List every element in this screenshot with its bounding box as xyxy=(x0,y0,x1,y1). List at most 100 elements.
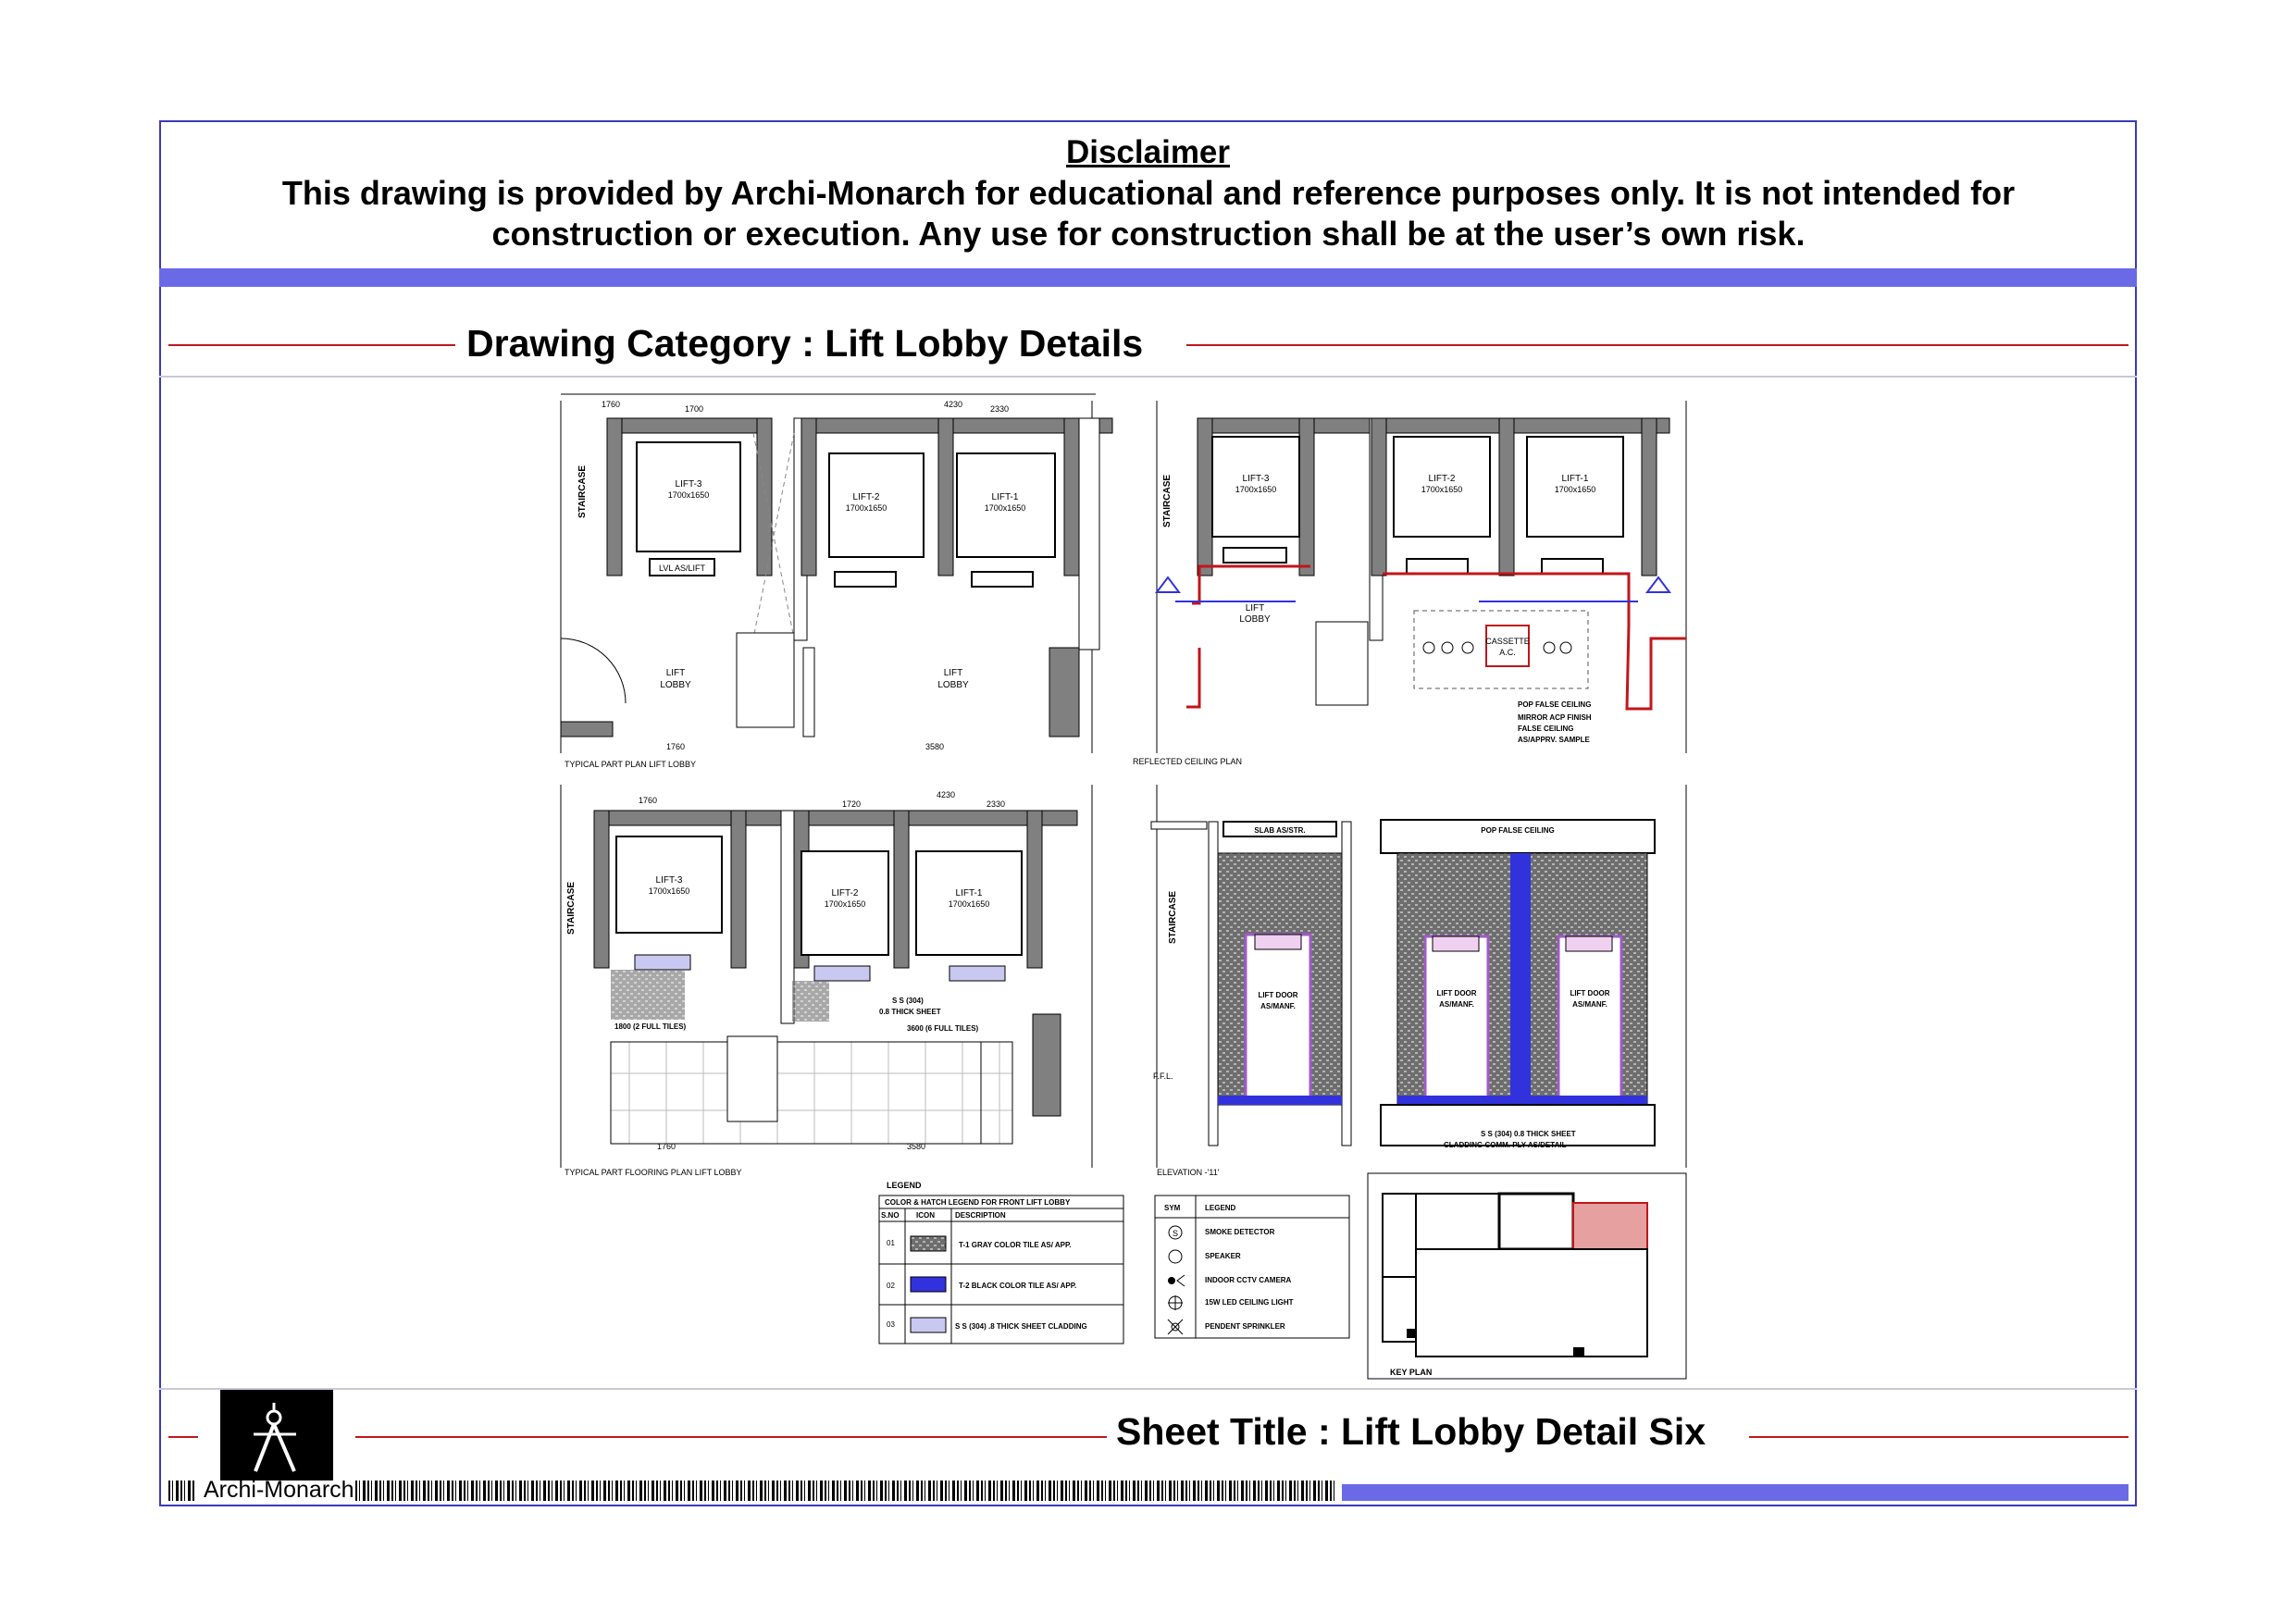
svg-text:1700x1650: 1700x1650 xyxy=(649,886,690,896)
plan-3-title: TYPICAL PART FLOORING PLAN LIFT LOBBY xyxy=(565,1168,742,1177)
ss-304-note: S S (304) xyxy=(892,997,924,1005)
svg-text:1760: 1760 xyxy=(657,1142,676,1151)
svg-text:SYM: SYM xyxy=(1164,1204,1181,1212)
cladding-note: CLADDING COMM. PLY AS/DETAIL xyxy=(1444,1141,1567,1149)
cctv-camera-icon xyxy=(1168,1277,1175,1284)
lift-1-size: 1700x1650 xyxy=(985,503,1026,513)
disclaimer-line-1: This drawing is provided by Archi-Monarc… xyxy=(281,174,2016,212)
key-plan-label: KEY PLAN xyxy=(1390,1368,1432,1377)
cassette-ac-label: CASSETTE xyxy=(1485,637,1530,646)
compass-icon xyxy=(254,1403,296,1472)
svg-text:DESCRIPTION: DESCRIPTION xyxy=(955,1211,1006,1220)
disclaimer-text: This drawing is provided by Archi-Monarc… xyxy=(222,173,2075,254)
sheet-title: Sheet Title : Lift Lobby Detail Six xyxy=(1116,1410,1706,1453)
svg-text:AS/MANF.: AS/MANF. xyxy=(1260,1002,1296,1010)
category-divider xyxy=(159,376,2137,378)
svg-text:AS/MANF.: AS/MANF. xyxy=(1572,1000,1607,1009)
svg-text:MIRROR ACP FINISH: MIRROR ACP FINISH xyxy=(1518,713,1592,722)
svg-text:1700: 1700 xyxy=(685,404,703,414)
svg-text:1700x1650: 1700x1650 xyxy=(825,899,866,909)
plan-2-title: REFLECTED CEILING PLAN xyxy=(1133,757,1242,766)
svg-text:LIFT-3: LIFT-3 xyxy=(656,875,683,886)
svg-text:LIFT: LIFT xyxy=(1246,603,1265,613)
lift-lobby-label-1: LIFT xyxy=(666,668,686,678)
svg-text:STAIRCASE: STAIRCASE xyxy=(1168,891,1178,944)
svg-text:3580: 3580 xyxy=(925,742,944,751)
svg-text:2330: 2330 xyxy=(990,404,1009,414)
svg-text:A.C.: A.C. xyxy=(1499,648,1516,657)
svg-text:2330: 2330 xyxy=(987,799,1005,809)
key-plan: KEY PLAN xyxy=(1367,1172,1687,1380)
brand-name: Archi-Monarch xyxy=(204,1477,354,1503)
legend-title: LEGEND xyxy=(887,1181,922,1190)
plan-1-title: TYPICAL PART PLAN LIFT LOBBY xyxy=(565,760,696,769)
svg-text:AS/MANF.: AS/MANF. xyxy=(1439,1000,1474,1009)
tiles-6-note: 3600 (6 FULL TILES) xyxy=(907,1024,979,1033)
svg-text:INDOOR CCTV CAMERA: INDOOR CCTV CAMERA xyxy=(1205,1276,1292,1284)
ffl-label: F.F.L. xyxy=(1153,1072,1173,1081)
lift-2-size: 1700x1650 xyxy=(846,503,887,513)
svg-text:01: 01 xyxy=(887,1239,895,1247)
slab-note: SLAB AS/STR. xyxy=(1254,826,1305,835)
svg-text:PENDENT SPRINKLER: PENDENT SPRINKLER xyxy=(1205,1322,1285,1331)
svg-text:1720: 1720 xyxy=(842,799,861,809)
svg-text:4230: 4230 xyxy=(944,400,962,409)
svg-text:LIFT-1: LIFT-1 xyxy=(956,888,983,898)
category-rule-left xyxy=(168,344,455,346)
lift-2-label: LIFT-2 xyxy=(853,492,880,502)
legend-row-3-desc: S S (304) .8 THICK SHEET CLADDING xyxy=(955,1322,1087,1331)
drawing-category: Drawing Category : Lift Lobby Details xyxy=(466,322,1144,365)
svg-text:LOBBY: LOBBY xyxy=(937,680,969,690)
smoke-detector-icon xyxy=(1168,1225,1183,1240)
legend-table: LEGEND COLOR & HATCH LEGEND FOR FRONT LI… xyxy=(878,1181,1350,1344)
svg-text:LIFT-2: LIFT-2 xyxy=(832,888,859,898)
category-rule-right xyxy=(1186,344,2128,346)
lift-1-label: LIFT-1 xyxy=(992,492,1019,502)
svg-text:LOBBY: LOBBY xyxy=(660,680,691,690)
svg-text:1760: 1760 xyxy=(666,742,685,751)
svg-text:S.NO: S.NO xyxy=(881,1211,900,1220)
svg-text:1700x1650: 1700x1650 xyxy=(1235,485,1277,494)
svg-text:AS/APPRV. SAMPLE: AS/APPRV. SAMPLE xyxy=(1518,736,1590,744)
flooring-plan: LIFT-3 1700x1650 LIFT-2 1700x1650 LIFT-1… xyxy=(560,785,1093,1177)
svg-text:03: 03 xyxy=(887,1320,895,1329)
svg-text:STAIRCASE: STAIRCASE xyxy=(566,882,577,935)
ss-sheet-note: S S (304) 0.8 THICK SHEET xyxy=(1481,1130,1576,1138)
speaker-icon xyxy=(1168,1249,1183,1264)
svg-text:FALSE CEILING: FALSE CEILING xyxy=(1518,725,1573,733)
footer-divider xyxy=(159,1388,2137,1390)
tiles-2-note: 1800 (2 FULL TILES) xyxy=(614,1022,687,1031)
header-band xyxy=(159,268,2137,287)
reflected-ceiling-plan: LIFT-3 1700x1650 LIFT-2 1700x1650 LIFT-1… xyxy=(1133,401,1687,766)
svg-text:LIFT-1: LIFT-1 xyxy=(1562,474,1589,484)
sprinkler-icon xyxy=(1167,1319,1184,1335)
lift-3-size: 1700x1650 xyxy=(668,490,710,500)
svg-text:SPEAKER: SPEAKER xyxy=(1205,1252,1241,1260)
svg-text:1700x1650: 1700x1650 xyxy=(949,899,990,909)
svg-text:ICON: ICON xyxy=(916,1211,935,1220)
svg-text:4230: 4230 xyxy=(937,790,955,799)
pop-false-ceiling-note: POP FALSE CEILING xyxy=(1518,700,1591,709)
svg-text:POP FALSE CEILING: POP FALSE CEILING xyxy=(1481,826,1554,835)
svg-text:15W LED CEILING LIGHT: 15W LED CEILING LIGHT xyxy=(1205,1298,1294,1307)
barcode-strip xyxy=(355,1481,1334,1501)
svg-text:LIFT: LIFT xyxy=(944,668,963,678)
legend-row-1-desc: T-1 GRAY COLOR TILE AS/ APP. xyxy=(959,1241,1072,1249)
svg-text:LEGEND: LEGEND xyxy=(1205,1204,1236,1212)
svg-text:LIFT-2: LIFT-2 xyxy=(1429,474,1456,484)
dim-1760: 1760 xyxy=(602,400,620,409)
disclaimer-line-2: construction or execution. Any use for c… xyxy=(491,215,1806,253)
legend-table-title: COLOR & HATCH LEGEND FOR FRONT LIFT LOBB… xyxy=(885,1198,1071,1207)
svg-text:LIFT DOOR: LIFT DOOR xyxy=(1570,989,1609,997)
svg-text:SMOKE DETECTOR: SMOKE DETECTOR xyxy=(1205,1228,1275,1236)
svg-text:STAIRCASE: STAIRCASE xyxy=(1162,475,1173,527)
svg-text:LOBBY: LOBBY xyxy=(1239,614,1271,625)
sheet-frame xyxy=(159,120,2137,1506)
svg-text:1700x1650: 1700x1650 xyxy=(1421,485,1463,494)
lift-door-label: LIFT DOOR xyxy=(1258,991,1297,999)
sheet-rule-left xyxy=(355,1436,1107,1438)
staircase-label: STAIRCASE xyxy=(577,465,588,518)
svg-text:02: 02 xyxy=(887,1282,895,1290)
svg-text:LIFT-3: LIFT-3 xyxy=(1243,474,1270,484)
plan-4-title: ELEVATION -'11' xyxy=(1157,1168,1220,1177)
